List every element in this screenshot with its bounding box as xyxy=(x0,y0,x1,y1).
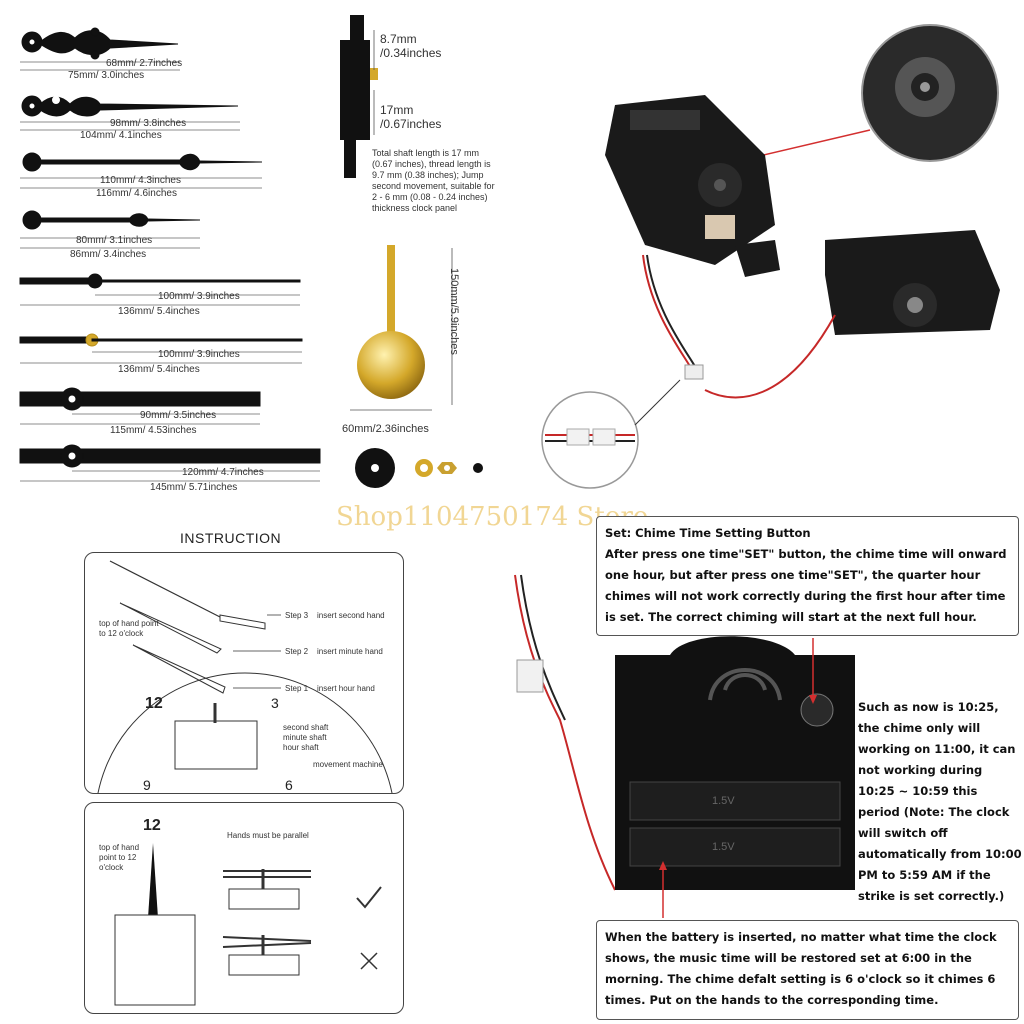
instruction-panel: top of hand point to 12 o'clock Step 3 i… xyxy=(84,552,404,794)
chime-side-note: Such as now is 10:25, the chime only wil… xyxy=(858,700,1022,903)
hand-7 xyxy=(19,387,261,411)
movement-machine-label: movement machine xyxy=(313,760,383,769)
hand-3 xyxy=(22,152,263,172)
hand-8 xyxy=(19,444,321,468)
step3-label: Step 3 xyxy=(285,611,309,620)
top-of-hand-note: top of hand point to 12 o'clock xyxy=(99,619,159,638)
instruction-diagram xyxy=(97,560,393,793)
hand-3-short-dim: 110mm/ 4.3inches xyxy=(100,175,181,186)
battery-label-2: 1.5V xyxy=(712,841,735,853)
hand-5-short-dim: 100mm/ 3.9inches xyxy=(158,291,240,302)
instruction-title: INSTRUCTION xyxy=(180,530,282,546)
instruction-panel-2: 12 top of hand point to 12 o'clock Hands… xyxy=(84,802,404,1014)
hand-1-short-dim: 68mm/ 2.7inches xyxy=(106,58,183,69)
top-of-hand-note-2: top of hand point to 12 o'clock xyxy=(99,843,140,872)
movement-spec: Total shaft length is 17 mm (0.67 inches… xyxy=(372,148,495,213)
hand-6-long-dim: 136mm/ 5.4inches xyxy=(118,364,200,375)
battery-box-photo xyxy=(514,574,855,918)
dial-12-b: 12 xyxy=(143,817,161,834)
pendulum-height: 150mm/5.9inches xyxy=(448,268,460,355)
movement-drawing xyxy=(340,15,483,488)
step1-text: insert hour hand xyxy=(317,684,375,693)
chime-movement-photo xyxy=(541,24,1000,489)
shaft-in: /0.67inches xyxy=(380,117,442,131)
hand-4 xyxy=(22,210,201,230)
hand-2-long-dim: 104mm/ 4.1inches xyxy=(80,130,162,141)
chime-title: Set: Chime Time Setting Button xyxy=(605,526,811,540)
hand-4-long-dim: 86mm/ 3.4inches xyxy=(70,249,147,260)
step2-text: insert minute hand xyxy=(317,647,383,656)
hands-drawing xyxy=(19,27,321,482)
battery-note-box: When the battery is inserted, no matter … xyxy=(596,920,1019,1020)
hand-5-long-dim: 136mm/ 5.4inches xyxy=(118,306,200,317)
chime-setting-box: Set: Chime Time Setting Button After pre… xyxy=(596,516,1019,636)
battery-label-1: 1.5V xyxy=(712,795,735,807)
hand-4-short-dim: 80mm/ 3.1inches xyxy=(76,235,153,246)
hand-5 xyxy=(19,273,301,289)
parallel-diagram xyxy=(114,843,382,1006)
hand-8-long-dim: 145mm/ 5.71inches xyxy=(150,482,238,493)
hand-1-long-dim: 75mm/ 3.0inches xyxy=(68,70,145,81)
dial-3: 3 xyxy=(271,695,279,711)
hand-7-short-dim: 90mm/ 3.5inches xyxy=(140,410,217,421)
shaft-mm: 17mm xyxy=(380,103,414,117)
minute-shaft-label: minute shaft xyxy=(283,733,327,742)
cross-icon xyxy=(360,952,378,970)
parallel-note: Hands must be parallel xyxy=(227,831,309,840)
hand-1 xyxy=(21,27,179,60)
dial-12: 12 xyxy=(145,695,163,712)
hand-7-long-dim: 115mm/ 4.53inches xyxy=(110,425,197,436)
hand-6-short-dim: 100mm/ 3.9inches xyxy=(158,349,240,360)
second-shaft-label: second shaft xyxy=(283,723,329,732)
step3-text: insert second hand xyxy=(317,611,385,620)
pendulum-width: 60mm/2.36inches xyxy=(342,423,429,435)
thread-mm: 8.7mm xyxy=(380,32,417,46)
check-icon xyxy=(356,886,382,909)
hand-2-short-dim: 98mm/ 3.8inches xyxy=(110,118,187,129)
step2-label: Step 2 xyxy=(285,647,309,656)
hand-2 xyxy=(21,95,239,117)
step1-label: Step 1 xyxy=(285,684,309,693)
hand-8-short-dim: 120mm/ 4.7inches xyxy=(182,467,264,478)
hand-6 xyxy=(19,333,303,347)
chime-body: After press one time"SET" button, the ch… xyxy=(605,547,1007,624)
dial-6: 6 xyxy=(285,777,293,793)
battery-note: When the battery is inserted, no matter … xyxy=(605,930,997,1007)
hand-3-long-dim: 116mm/ 4.6inches xyxy=(96,188,177,199)
dial-9: 9 xyxy=(143,777,151,793)
thread-in: /0.34inches xyxy=(380,46,442,60)
hour-shaft-label: hour shaft xyxy=(283,743,319,752)
